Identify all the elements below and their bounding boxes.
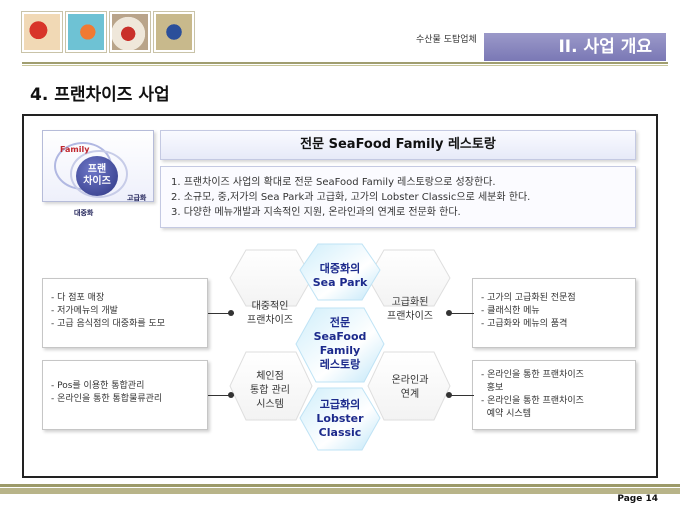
hex-bottom [299,387,381,451]
hex-upper-right-label: 고급화된 프랜차이즈 [370,296,450,324]
food-photo-4 [154,12,194,52]
food-photo-2 [66,12,106,52]
online-link-detail: - 온라인을 통한 프랜차이즈 홍보 - 온라인을 통한 프랜차이즈 예약 시스… [472,360,636,430]
header-divider-thin [22,65,668,66]
logo-center-text: 프랜 차이즈 [83,164,111,187]
premium-franchise-detail: - 고가의 고급화된 전문점 - 클래식한 메뉴 - 고급화와 메뉴의 품격 [472,278,636,348]
detail-line: - Pos를 이용한 통합관리 [51,381,145,391]
page-number: Page 14 [617,494,658,504]
hex-lower-left-label: 체인점 통합 관리 시스템 [230,370,310,412]
section-tab: II. 사업 개요 [484,33,666,61]
hex-lower-right-label: 온라인과 연계 [370,374,450,402]
connector-line [208,395,234,396]
connector-dot [228,392,234,398]
logo-premium-label: 고급화 [127,194,147,202]
page-title: 4. 프랜차이즈 사업 [30,85,170,105]
food-photo-1 [22,12,62,52]
detail-line: - 저가메뉴의 개발 [51,306,118,316]
detail-line: - 다 점포 매장 [51,293,105,303]
hex-upper-left-text: 대중적인 프랜차이즈 [247,301,293,326]
connector-dot [446,310,452,316]
logo-family-label: Family [60,145,90,154]
strategy-points: 1. 프랜차이즈 사업의 확대로 전문 SeaFood Family 레스토랑으… [160,166,636,228]
company-label: 수산물 도탑업체 [416,35,477,45]
restaurant-heading: 전문 SeaFood Family 레스토랑 [160,130,636,160]
detail-line: 홍보 [481,383,504,393]
connector-dot [228,310,234,316]
detail-line: 예약 시스템 [481,409,531,419]
detail-line: - 고급 음식점의 대중화를 도모 [51,319,166,329]
detail-line: - 온라인을 통한 프랜차이즈 [481,396,584,406]
food-photo-3 [110,12,150,52]
hex-lower-left-text: 체인점 통합 관리 시스템 [250,371,290,410]
chain-management-detail: - Pos를 이용한 통합관리 - 온라인을 통한 통합물류관리 [42,360,208,430]
hex-upper-right-text: 고급화된 프랜차이즈 [387,297,433,322]
hex-center [295,307,385,383]
hex-upper-left-label: 대중적인 프랜차이즈 [230,300,310,328]
detail-line: - 온라인을 통한 프랜차이즈 [481,370,584,380]
hex-center-text: 전문 SeaFood Family 레스토랑 [313,316,367,371]
logo-center-badge: 프랜 차이즈 [76,156,118,196]
detail-line: - 온라인을 통한 통합물류관리 [51,394,163,404]
hex-top-text: 대중화의 Sea Park [312,262,368,289]
hex-top-label: 대중화의 Sea Park [300,262,380,290]
connector-line [448,313,474,314]
hex-bottom-label: 고급화의 Lobster Classic [300,398,380,440]
strategy-point: 1. 프랜차이즈 사업의 확대로 전문 SeaFood Family 레스토랑으… [171,177,496,188]
header-divider [22,62,668,64]
connector-dot [446,392,452,398]
strategy-point: 2. 소규모, 중,저가의 Sea Park과 고급화, 고가의 Lobster… [171,192,531,203]
connector-line [448,395,474,396]
hex-lower-left [229,351,313,421]
footer-divider [0,484,680,487]
header-photo-strip [22,12,194,52]
hex-upper-right [367,249,451,307]
strategy-point: 3. 다양한 메뉴개발과 지속적인 지원, 온라인과의 연계로 전문화 한다. [171,207,461,218]
hex-center-label: 전문 SeaFood Family 레스토랑 [300,316,380,372]
mass-franchise-detail: - 다 점포 매장 - 저가메뉴의 개발 - 고급 음식점의 대중화를 도모 [42,278,208,348]
hex-bottom-text: 고급화의 Lobster Classic [316,398,364,439]
detail-line: - 클래식한 메뉴 [481,306,540,316]
hex-lower-right [367,351,451,421]
connector-line [208,313,234,314]
footer-band [0,488,680,494]
hex-lower-right-text: 온라인과 연계 [391,375,429,400]
logo-ring-icon [70,150,128,198]
detail-line: - 고가의 고급화된 전문점 [481,293,576,303]
logo-mass-label: 대중화 [74,209,94,217]
detail-line: - 고급화와 메뉴의 품격 [481,319,568,329]
hex-top [299,243,381,301]
